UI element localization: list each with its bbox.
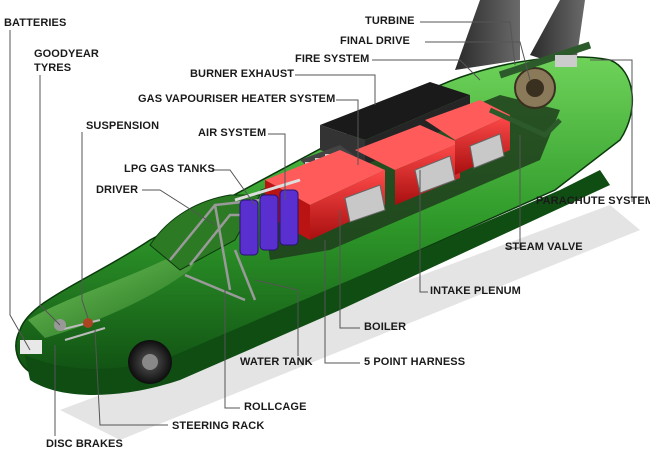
leader-intake-plenum [419, 170, 428, 293]
label-disc-brakes: DISC BRAKES [46, 438, 123, 450]
label-lpg-gas-tanks: LPG GAS TANKS [124, 163, 215, 175]
leader-final-drive [425, 41, 531, 81]
nose-highlight [28, 240, 210, 338]
leader-goodyear-tyres [39, 75, 61, 326]
label-steering-rack: STEERING RACK [172, 420, 265, 432]
label-goodyear-tyres-line1: GOODYEAR [34, 48, 99, 60]
label-burner-exhaust: BURNER EXHAUST [190, 68, 295, 80]
lpg-tanks [239, 189, 299, 256]
label-water-tank: WATER TANK [240, 356, 313, 368]
car-underside [25, 170, 610, 395]
tail-fin-left [455, 0, 520, 70]
label-suspension: SUSPENSION [86, 120, 160, 132]
leader-fire-system [372, 59, 481, 81]
leader-lpg-gas-tanks [212, 169, 256, 206]
leader-driver [142, 189, 216, 226]
leader-air-system [268, 133, 286, 200]
leader-water-tank [254, 279, 299, 356]
leader-suspension [81, 132, 89, 319]
label-steam-valve: STEAM VALVE [505, 241, 583, 253]
label-5-point-harness: 5 POINT HARNESS [364, 356, 466, 368]
label-turbine: TURBINE [365, 15, 415, 27]
leader-turbine [420, 21, 516, 66]
label-fire-system: FIRE SYSTEM [295, 53, 370, 65]
leader-boiler [339, 210, 360, 329]
ground-shadow [60, 205, 640, 440]
label-air-system: AIR SYSTEM [198, 127, 267, 139]
label-gas-vapouriser-heater-system: GAS VAPOURISER HEATER SYSTEM [138, 93, 336, 105]
label-rollcage: ROLLCAGE [244, 401, 307, 413]
leader-parachute-system [590, 59, 633, 202]
intake-covers [344, 133, 505, 223]
label-batteries: BATTERIES [4, 17, 67, 29]
leader-steam-valve [505, 135, 521, 249]
leader-steering-rack [94, 329, 168, 426]
label-final-drive: FINAL DRIVE [340, 35, 410, 47]
leader-rollcage [224, 290, 240, 409]
label-boiler: BOILER [364, 321, 407, 333]
label-intake-plenum: INTAKE PLENUM [430, 285, 521, 297]
leader-batteries [9, 30, 31, 351]
leader-5-point-harness [324, 240, 360, 364]
label-parachute-system: PARACHUTE SYSTEM [536, 195, 650, 207]
label-driver: DRIVER [96, 184, 139, 196]
label-goodyear-tyres-line2: TYRES [34, 62, 72, 74]
rear-drivetrain [488, 41, 592, 138]
leader-gas-vapouriser [336, 99, 359, 165]
leader-burner-exhaust [295, 74, 376, 105]
